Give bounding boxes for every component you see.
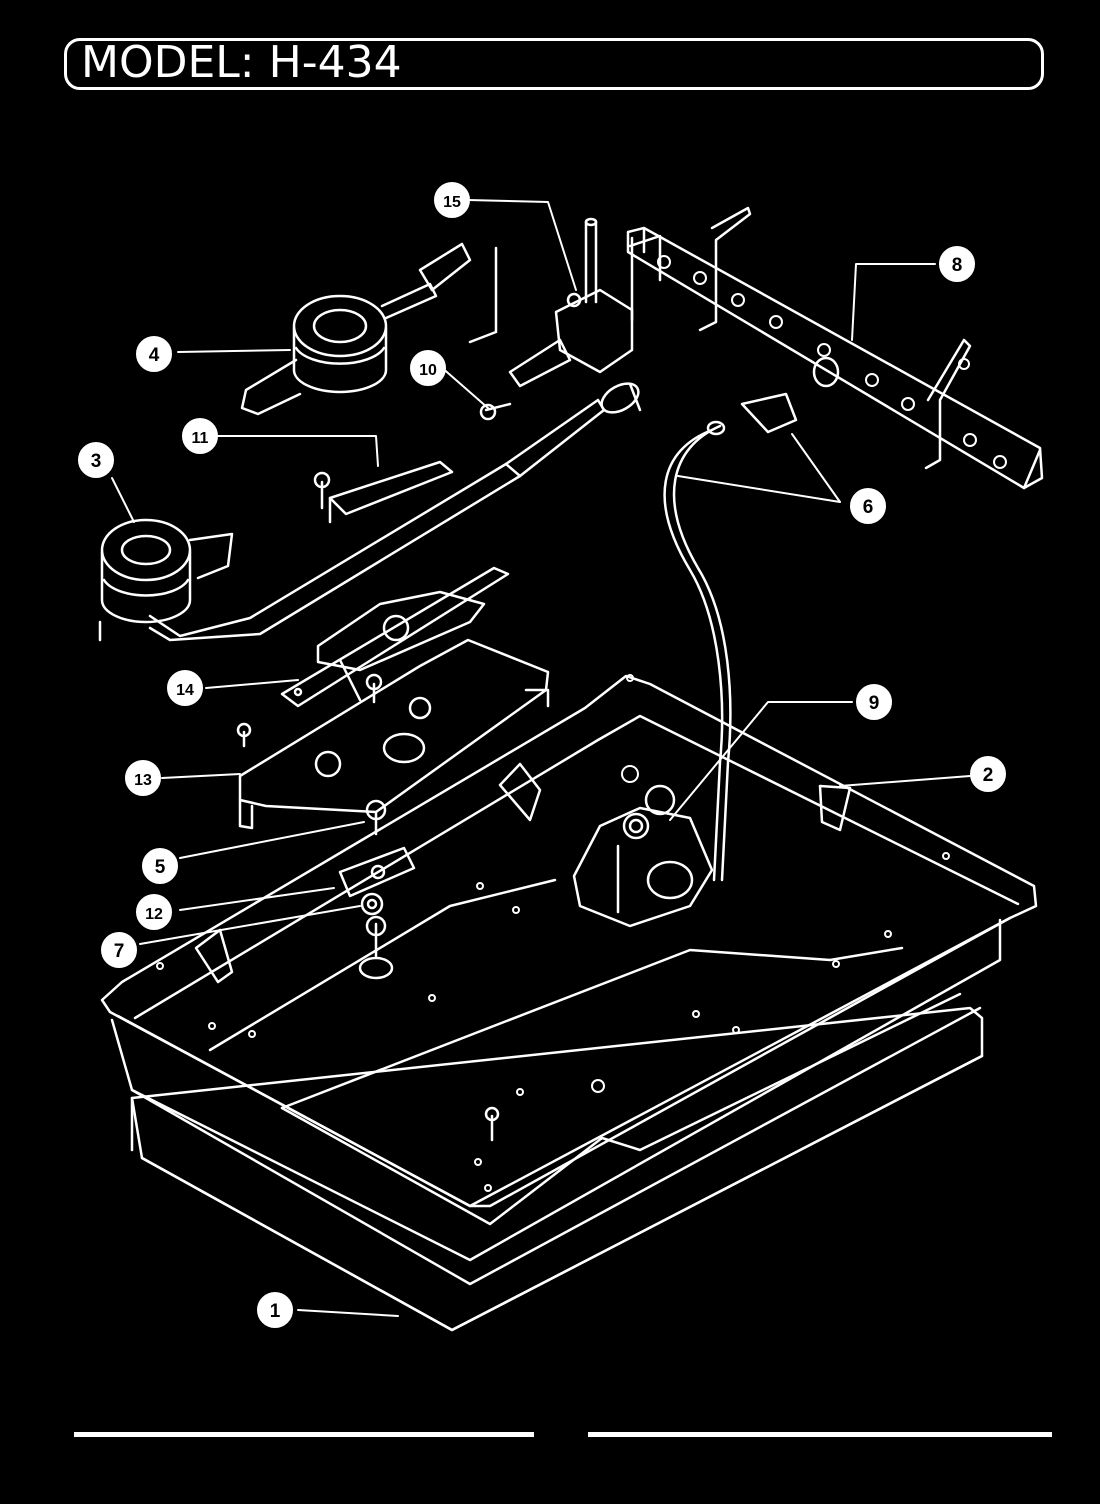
callout-label-7: 7 xyxy=(114,941,125,962)
screws xyxy=(236,471,394,980)
callout-markers xyxy=(78,182,1006,1328)
callout-label-8: 8 xyxy=(952,255,963,276)
callout-label-12: 12 xyxy=(145,906,163,923)
callout-label-1: 1 xyxy=(270,1301,281,1322)
nut xyxy=(360,892,384,916)
callout-label-3: 3 xyxy=(91,451,102,472)
burner-box xyxy=(100,674,1038,1286)
callout-8 xyxy=(939,246,975,282)
callout-label-6: 6 xyxy=(863,497,874,518)
footer-rule-left xyxy=(74,1432,534,1437)
footer-rule-right xyxy=(588,1432,1052,1437)
igniter-tube xyxy=(280,566,510,708)
callout-label-10: 10 xyxy=(419,362,437,379)
callout-10 xyxy=(410,350,446,386)
callout-1 xyxy=(257,1292,293,1328)
gas-valve xyxy=(572,784,714,928)
callout-3 xyxy=(78,442,114,478)
callout-12 xyxy=(136,894,172,930)
callout-label-4: 4 xyxy=(149,345,160,366)
burner-feed-tube xyxy=(504,382,642,478)
burner-shield xyxy=(328,460,454,524)
callout-11 xyxy=(182,418,218,454)
burner-valve-assembly xyxy=(508,217,662,388)
callout-labels: 1 2 3 4 5 6 7 8 9 10 11 12 13 14 15 xyxy=(91,194,994,1322)
callout-2 xyxy=(970,756,1006,792)
burner-front xyxy=(240,242,498,416)
callout-9 xyxy=(856,684,892,720)
callout-label-11: 11 xyxy=(192,430,209,447)
callout-5 xyxy=(142,848,178,884)
callout-6 xyxy=(850,488,886,524)
burner-bracket xyxy=(316,590,486,702)
callout-leaders xyxy=(111,199,971,1317)
callout-4 xyxy=(136,336,172,372)
callout-7 xyxy=(101,932,137,968)
model-number: H-434 xyxy=(268,37,402,88)
burner-rear xyxy=(98,462,522,642)
callout-label-2: 2 xyxy=(983,765,994,786)
gas-manifold xyxy=(626,206,1044,490)
spacer-bracket xyxy=(338,846,416,898)
callout-15 xyxy=(434,182,470,218)
callout-label-9: 9 xyxy=(869,693,880,714)
model-prefix: MODEL: xyxy=(81,37,255,88)
model-title-box: MODEL: H-434 xyxy=(64,37,1044,90)
model-title: MODEL: H-434 xyxy=(81,37,402,88)
callout-label-13: 13 xyxy=(134,772,152,789)
base-pan xyxy=(130,1006,984,1332)
burner-support-plate xyxy=(238,638,550,830)
callout-label-14: 14 xyxy=(176,682,194,699)
callout-label-5: 5 xyxy=(155,857,166,878)
callout-13 xyxy=(125,760,161,796)
callout-14 xyxy=(167,670,203,706)
callout-label-15: 15 xyxy=(443,194,461,211)
valve-screw xyxy=(479,402,512,421)
pilot-tubing xyxy=(663,392,798,882)
